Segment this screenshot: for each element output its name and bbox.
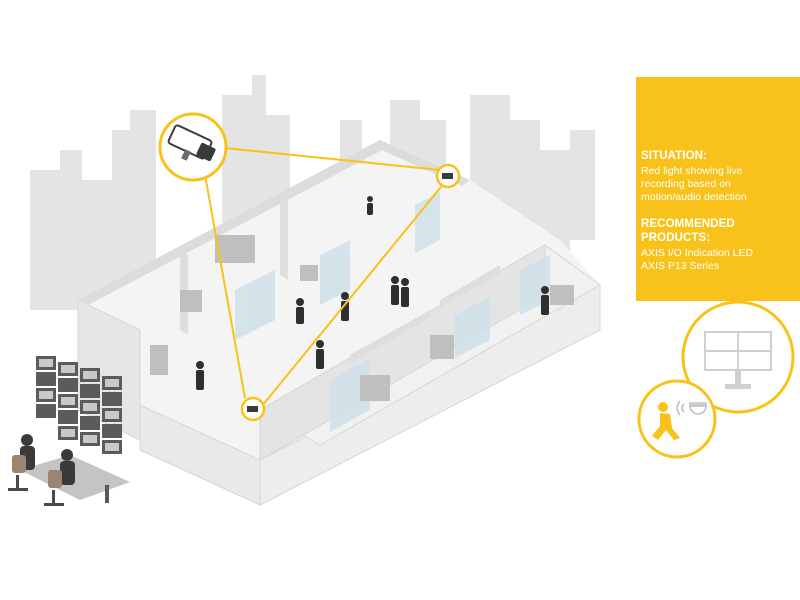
detection-callout xyxy=(637,379,717,459)
monitor-callout xyxy=(681,300,795,414)
products-heading-line: PRODUCTS: xyxy=(641,232,711,244)
operator-workstation xyxy=(8,434,130,506)
video-wall xyxy=(36,356,122,454)
glass-panels xyxy=(235,192,550,432)
outer-wall-back xyxy=(78,140,390,305)
situation-info-panel: SITUATION: Red light showing live record… xyxy=(636,77,800,301)
person-walking xyxy=(296,298,304,324)
store-shelves xyxy=(150,235,574,401)
situation-line: recording based on xyxy=(641,178,731,190)
dome-camera-icon xyxy=(676,400,707,416)
person-walking xyxy=(391,276,399,305)
partition-2 xyxy=(280,195,288,280)
product-item: AXIS I/O Indication LED xyxy=(641,247,754,259)
situation-heading: SITUATION: xyxy=(641,150,707,162)
person-standing xyxy=(541,286,549,315)
person-standing xyxy=(367,196,373,215)
product-list: AXIS I/O Indication LED AXIS P13 Series xyxy=(641,247,794,273)
camera-marker-wall xyxy=(240,396,266,422)
building-isometric xyxy=(77,140,601,506)
camera-connection-lines xyxy=(204,147,446,407)
person-walking xyxy=(401,278,409,307)
building-floor xyxy=(78,140,600,460)
person-walking xyxy=(316,340,324,369)
camera-marker-ceiling xyxy=(435,163,461,189)
situation-line: motion/audio detection xyxy=(641,191,747,203)
bullet-camera-icon xyxy=(167,124,216,162)
situation-line: Red light showing live xyxy=(641,165,743,177)
person-walking xyxy=(196,361,204,390)
product-item: AXIS P13 Series xyxy=(641,260,720,272)
video-wall-monitor-icon xyxy=(704,331,772,389)
partition-4 xyxy=(440,265,500,308)
partition-3 xyxy=(350,310,430,363)
recommended-products-heading: RECOMMENDED PRODUCTS: xyxy=(641,217,794,245)
bullet-camera-callout xyxy=(158,112,228,182)
running-person-icon xyxy=(652,402,680,440)
people xyxy=(196,196,549,390)
products-heading-line: RECOMMENDED xyxy=(641,218,735,230)
situation-description: Red light showing live recording based o… xyxy=(641,165,794,204)
operator-chair xyxy=(12,455,62,488)
